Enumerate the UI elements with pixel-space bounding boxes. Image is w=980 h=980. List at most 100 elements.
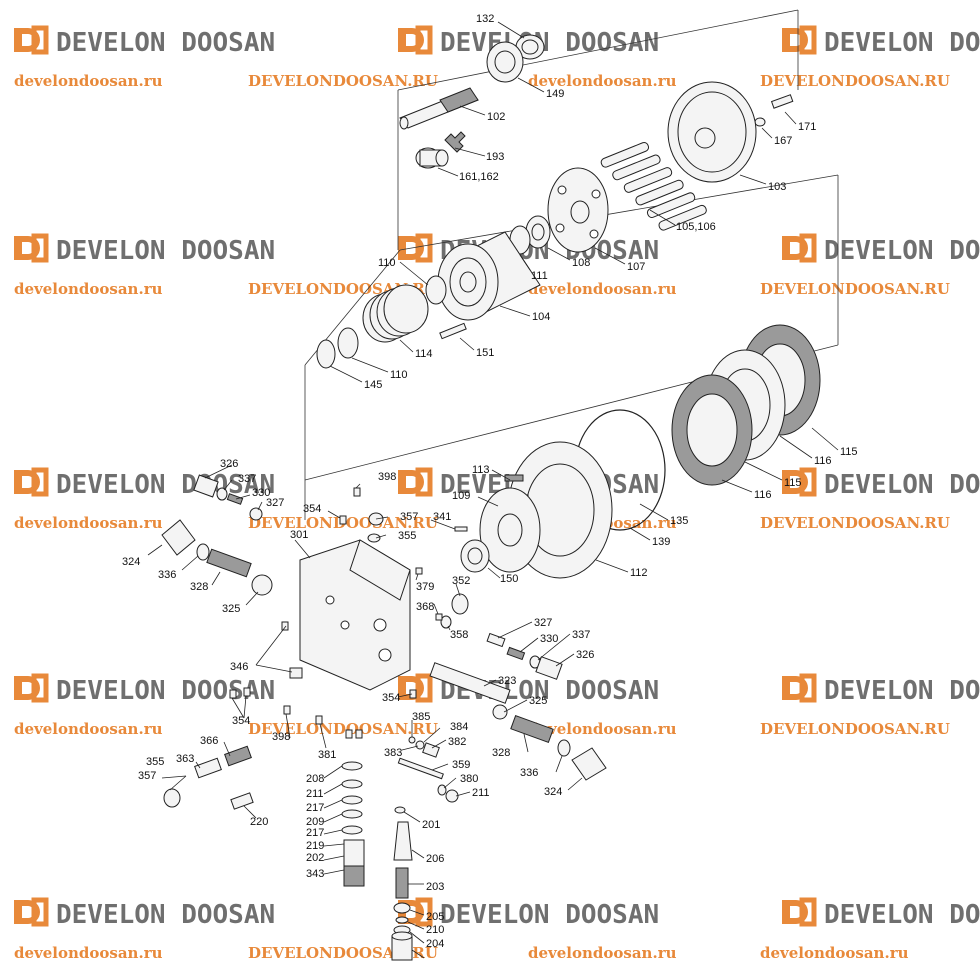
part-label: 217 [306, 802, 324, 814]
watermark-url: DEVELONDOOSAN.RU [248, 720, 438, 738]
watermark-brand: DEVELON DOOSAN [824, 470, 980, 500]
valve-cover-301 [299, 539, 411, 691]
watermark-url: develondoosan.ru [528, 280, 677, 298]
plug-324-left [161, 519, 196, 556]
part-label: 357 [400, 511, 418, 523]
watermark-logo: DEVELON DOOSAN [14, 467, 275, 500]
plug-354-center [409, 689, 417, 699]
part-label: 204 [426, 938, 444, 950]
part-label: 201 [422, 819, 440, 831]
watermark-brand: DEVELON DOOSAN [824, 236, 980, 266]
watermark-url: DEVELONDOOSAN.RU [760, 514, 950, 532]
watermark-logo: DEVELON DOOSAN [782, 673, 980, 706]
part-label: 384 [450, 721, 468, 733]
part-label: 132 [476, 13, 494, 25]
ring-358 [440, 615, 452, 629]
bolt-343 [230, 792, 254, 810]
part-label: 107 [627, 261, 645, 273]
watermark-url: DEVELONDOOSAN.RU [248, 944, 438, 962]
pin-171 [770, 94, 794, 109]
part-label: 380 [460, 773, 478, 785]
ring-359 [437, 784, 447, 796]
part-label: 205 [426, 911, 444, 923]
leader-lines [147, 21, 839, 959]
watermark-url: develondoosan.ru [528, 720, 677, 738]
part-label: 110 [390, 369, 408, 381]
part-label: 203 [426, 881, 444, 893]
part-label: 326 [220, 458, 238, 470]
watermark-url: DEVELONDOOSAN.RU [248, 72, 438, 90]
part-labels: 132 149 102 171 167 193 161,162 103 105,… [122, 13, 858, 950]
part-label: 327 [266, 497, 284, 509]
bearing-149 [486, 41, 524, 83]
part-label: 398 [272, 731, 290, 743]
plug-379 [415, 567, 423, 575]
plug-324-right [571, 747, 607, 781]
watermark-brand: DEVELON DOOSAN [56, 28, 275, 58]
friction-plates-115-116 [671, 324, 821, 486]
part-label: 105,106 [676, 221, 716, 233]
poppet-327-left [249, 507, 263, 521]
part-label: 206 [426, 853, 444, 865]
part-label: 336 [158, 569, 176, 581]
bearing-150 [460, 539, 490, 573]
watermark-url: develondoosan.ru [14, 280, 163, 298]
plugs-398-bottom [315, 715, 363, 739]
part-label: 115 [784, 477, 802, 489]
ring-336-left [196, 543, 210, 561]
watermark-logo: DEVELON DOOSAN [782, 25, 980, 58]
pin-167 [754, 117, 766, 127]
part-label: 368 [416, 601, 434, 613]
part-label: 325 [222, 603, 240, 615]
part-label: 110 [378, 257, 396, 269]
watermark-layer: DEVELON DOOSAN develondoosan.ru DEVELON … [14, 25, 980, 962]
part-label: 385 [412, 711, 430, 723]
pin-151 [439, 322, 467, 340]
part-label: 336 [520, 767, 538, 779]
plugs-354-left [229, 687, 291, 715]
watermark-brand: DEVELON DOOSAN [440, 900, 659, 930]
part-label: 171 [798, 121, 816, 133]
part-label: 363 [176, 753, 194, 765]
watermark-brand: DEVELON DOOSAN [56, 470, 275, 500]
watermark-brand: DEVELON DOOSAN [56, 900, 275, 930]
part-label: 113 [472, 464, 490, 476]
drive-shaft-102 [399, 87, 479, 130]
plug-368 [435, 613, 443, 621]
part-label: 116 [814, 455, 832, 467]
sleeve-202 [343, 839, 365, 887]
part-label: 326 [576, 649, 594, 661]
part-label: 359 [452, 759, 470, 771]
spring-330-right [506, 646, 526, 661]
part-label: 382 [448, 736, 466, 748]
watermark-logo: DEVELON DOOSAN [14, 233, 275, 266]
part-label: 209 [306, 816, 324, 828]
part-label: 116 [754, 489, 772, 501]
part-label: 145 [364, 379, 382, 391]
part-label: 327 [534, 617, 552, 629]
bushing-161-162 [415, 147, 449, 169]
part-label: 151 [476, 347, 494, 359]
part-label: 211 [306, 788, 324, 800]
part-label: 139 [652, 536, 670, 548]
part-label: 337 [238, 473, 256, 485]
watermark-url: DEVELONDOOSAN.RU [760, 280, 950, 298]
watermark-logo: DEVELON DOOSAN [782, 233, 980, 266]
plug-352 [451, 593, 469, 615]
spring-114 [362, 284, 429, 343]
part-label: 109 [452, 490, 470, 502]
part-label: 328 [492, 747, 510, 759]
part-label: 341 [433, 511, 451, 523]
part-label: 211 [472, 787, 490, 799]
watermark-brand: DEVELON DOOSAN [56, 236, 275, 266]
plug-354-top [339, 515, 347, 525]
ring-110-lower [337, 327, 359, 359]
part-label: 217 [306, 827, 324, 839]
plug-357-left [163, 788, 181, 808]
part-label: 108 [572, 257, 590, 269]
watermark-url: DEVELONDOOSAN.RU [760, 720, 950, 738]
part-label: 220 [250, 816, 268, 828]
part-label: 328 [190, 581, 208, 593]
watermark-brand: DEVELON DOOSAN [824, 900, 980, 930]
